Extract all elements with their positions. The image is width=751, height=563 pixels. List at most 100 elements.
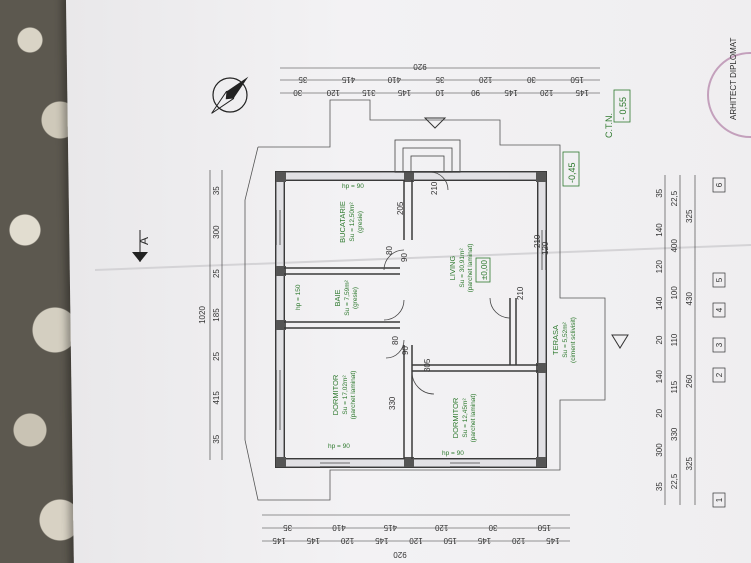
inner-dimension: 305 [423, 358, 432, 372]
dimension-value: 35 [435, 75, 444, 84]
fold-line [94, 244, 751, 271]
dimension-value: 25 [212, 351, 221, 360]
dimension-value: 145 [306, 536, 320, 545]
axis-label: 3 [715, 342, 724, 347]
axis-box [712, 337, 726, 353]
bedroom1-hp: hp = 90 [328, 443, 350, 450]
room-bedroom-2: DORMITOR Su = 12,45m² (parchet laminat) [451, 394, 477, 443]
dimension-value: 35 [212, 434, 221, 443]
dimension-value: 185 [212, 308, 221, 322]
windows [275, 210, 547, 468]
dimension-value: 20 [655, 335, 664, 344]
dimension-value: 110 [670, 333, 679, 346]
dimension-value: 415 [383, 523, 397, 532]
ctn-value: - 0,55 [618, 97, 628, 120]
dimension-value: 145 [504, 88, 518, 97]
axis-label: 2 [715, 372, 724, 377]
section-mark: A [132, 230, 151, 262]
dimension-value: 120 [326, 88, 340, 97]
dimension-value: 30 [488, 523, 497, 532]
room-name: BUCATARIE [338, 201, 347, 243]
dimension-value: 120 [340, 536, 354, 545]
dimension-value: 150 [537, 523, 551, 532]
room-name: LIVING [448, 256, 457, 281]
room-finish: (gresie) [357, 211, 364, 233]
room-bath: BAIE Su = 7,59m² (gresie) [333, 279, 359, 315]
dimension-value: 20 [655, 408, 664, 417]
room-area: Su = 30,91m² [459, 248, 466, 288]
dimension-value: 140 [655, 223, 664, 237]
dimension-value: 140 [655, 296, 664, 310]
room-name: TERASA [551, 325, 560, 355]
room-living: LIVING Su = 30,91m² (parchet laminat) [448, 244, 474, 293]
dimension-value: 430 [685, 292, 694, 306]
terrace-level-box: -0,45 [562, 151, 580, 187]
dimension-value: 35 [655, 482, 664, 491]
room-labels: BUCATARIE Su = 12,50m² (gresie) hp = 90 … [295, 183, 577, 457]
dimension-value: 25 [212, 269, 221, 278]
inner-dimension: 80 [391, 336, 400, 345]
room-bedroom-1: DORMITOR Su = 17,02m² (parchet laminat) [331, 371, 357, 420]
inner-dimension: 205 [396, 201, 405, 215]
dimension-value: 100 [670, 286, 679, 300]
dimension-value: 22,5 [670, 473, 679, 489]
north-arrow-icon [211, 76, 249, 114]
axis-box [712, 367, 726, 383]
floor-level-box: ±0,00 [475, 257, 491, 283]
inner-dimension: 330 [388, 396, 397, 410]
inner-dimension: 120 [541, 241, 550, 255]
dimension-lines [209, 67, 696, 542]
dimension-value: 300 [212, 225, 221, 239]
dimension-value: 30 [293, 88, 302, 97]
dimension-value: 300 [655, 443, 664, 457]
dimension-value: 35 [283, 523, 292, 532]
dimension-value: 35 [655, 188, 664, 197]
room-finish: (gresie) [352, 287, 359, 309]
kitchen-hp: hp = 90 [342, 183, 364, 190]
dimension-value: 415 [212, 391, 221, 405]
dimension-value: 150 [443, 536, 457, 545]
stamp: ARHITECT DIPLOMAT [707, 38, 751, 138]
dimension-value: 145 [375, 536, 389, 545]
room-name: BAIE [333, 289, 342, 306]
room-area: Su = 5,52m² [562, 321, 569, 357]
room-kitchen: BUCATARIE Su = 12,50m² (gresie) [338, 201, 364, 243]
axis-box [712, 302, 726, 318]
dimension-value: 410 [332, 523, 346, 532]
dim-left-total: 1020 [198, 306, 207, 324]
dimension-value: 325 [685, 209, 694, 223]
axis-box [712, 272, 726, 288]
dims-right-row1: 35 300 20 140 20 140 120 140 35 [655, 188, 664, 491]
dim-top-total: 920 [413, 62, 427, 71]
bedroom2-hp: hp = 90 [442, 450, 464, 457]
dimension-value: 35 [212, 186, 221, 195]
axis-label: 4 [715, 307, 724, 312]
dimension-value: 145 [272, 536, 286, 545]
dimension-value: 410 [387, 75, 401, 84]
dimension-value: 30 [526, 75, 535, 84]
terrace-level: -0,45 [567, 162, 577, 183]
room-finish: (parchet laminat) [470, 394, 477, 443]
room-name: DORMITOR [451, 397, 460, 438]
columns [276, 172, 546, 467]
axis-label: 1 [715, 497, 724, 502]
dimension-value: 120 [539, 88, 553, 97]
dimension-value: 120 [655, 259, 664, 273]
site-outline [244, 99, 606, 501]
doors [383, 171, 511, 395]
dimension-value: 145 [575, 88, 589, 97]
ctn-label: C.T.N. [604, 113, 614, 138]
level-markers [423, 117, 629, 349]
room-terrace: TERASA Su = 5,52m² (ciment sclivisit) [551, 317, 577, 363]
section-mark-label: A [137, 237, 151, 245]
dimension-value: 140 [655, 369, 664, 383]
outer-walls [275, 171, 547, 468]
dimension-value: 35 [298, 75, 307, 84]
room-finish: (parchet laminat) [467, 244, 474, 293]
